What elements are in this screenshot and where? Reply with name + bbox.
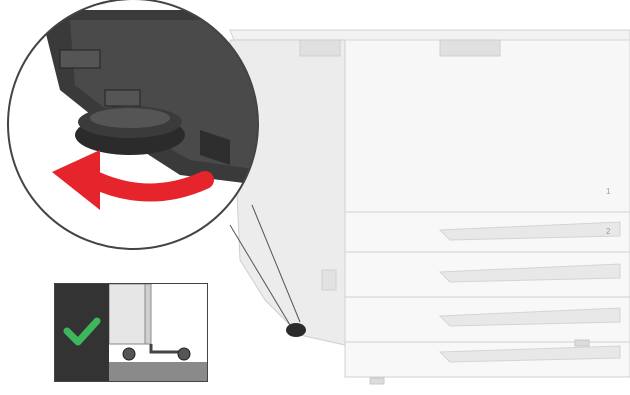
tray-number-label: 1 [606,187,610,196]
floor [109,362,207,381]
tray-4 [345,342,630,377]
printer-foot [575,340,589,346]
tray-2 [345,252,630,297]
leveling-foot [286,323,306,337]
side-vent [322,270,336,290]
checkmark-icon [55,284,109,381]
inset-drawing [109,284,207,381]
printer-foot [370,378,384,384]
correct-badge [55,284,109,381]
tray-number-label: 2 [606,227,610,236]
top-slot-left [300,40,340,56]
tray-3 [345,297,630,342]
tray-1 [345,212,630,252]
correct-position-inset [54,283,208,382]
top-slot-right [440,40,500,56]
magnified-callout [0,0,260,260]
printer-front-panel [345,40,630,212]
leveler-knob [75,106,185,155]
